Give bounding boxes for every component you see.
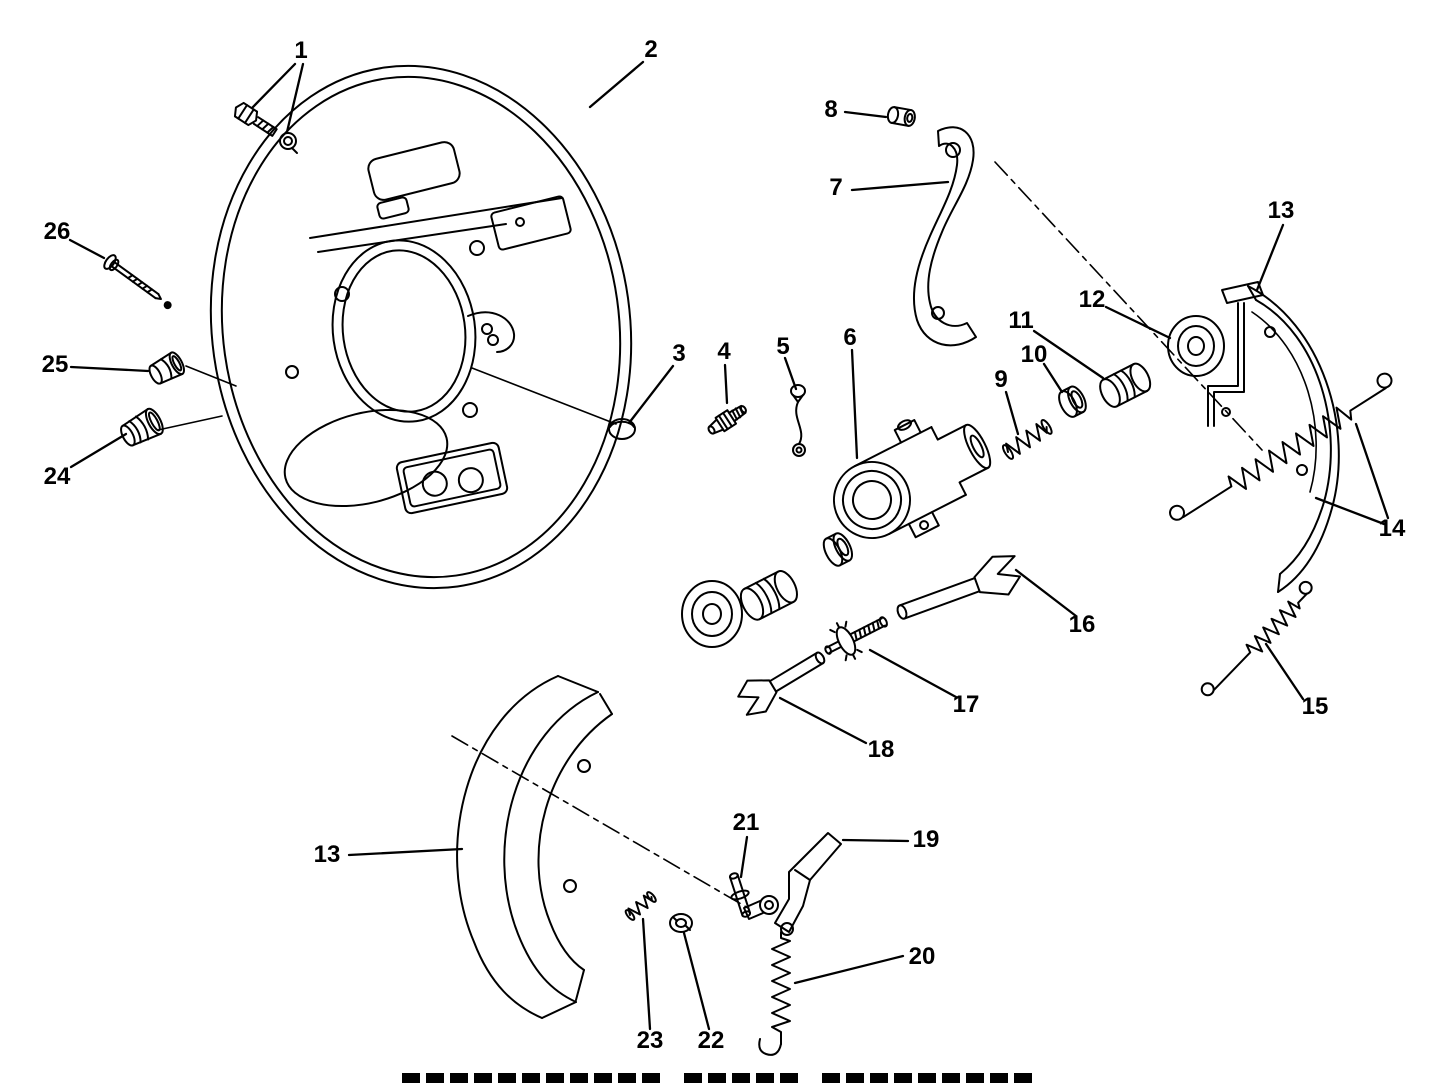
cup-part-24 bbox=[120, 407, 164, 447]
leader-line bbox=[347, 847, 464, 857]
leader-line bbox=[1354, 422, 1390, 520]
callout-9: 9 bbox=[994, 366, 1008, 393]
leader-line bbox=[1014, 568, 1078, 618]
bleeder-screw-part bbox=[707, 404, 747, 435]
leader-line bbox=[641, 917, 652, 1031]
leader-line bbox=[739, 835, 749, 879]
leader-line bbox=[1314, 496, 1386, 526]
callout-6: 6 bbox=[843, 324, 857, 351]
leader-line bbox=[793, 954, 905, 985]
callout-4: 4 bbox=[717, 338, 731, 365]
callout-18: 18 bbox=[867, 736, 895, 763]
callout-24: 24 bbox=[43, 463, 71, 490]
screw-part-26 bbox=[103, 254, 172, 310]
leader-line bbox=[868, 648, 958, 699]
callout-25: 25 bbox=[41, 351, 69, 378]
callout-22: 22 bbox=[697, 1027, 725, 1054]
callout-2: 2 bbox=[644, 36, 658, 63]
callout-5: 5 bbox=[776, 333, 790, 360]
piston-part-11 bbox=[1099, 362, 1152, 408]
mounting-bolt-part bbox=[233, 101, 298, 154]
leader-line bbox=[1032, 329, 1105, 380]
callout-3: 3 bbox=[672, 340, 686, 367]
callout-19: 19 bbox=[912, 826, 940, 853]
leader-line bbox=[627, 364, 675, 425]
return-spring-part-14 bbox=[1169, 372, 1393, 521]
cropped-caption-fragment bbox=[402, 1073, 1032, 1083]
brake-shoe-part-lower bbox=[456, 675, 613, 1019]
callout-15: 15 bbox=[1301, 693, 1329, 720]
leader-line bbox=[841, 838, 910, 843]
callout-8: 8 bbox=[824, 96, 838, 123]
callout-13-lower: 13 bbox=[313, 841, 341, 868]
callout-7: 7 bbox=[829, 174, 843, 201]
brake-shoe-part-upper bbox=[1207, 281, 1340, 593]
leader-line bbox=[1255, 223, 1285, 292]
washer-part-22 bbox=[669, 913, 693, 933]
wheel-cylinder-part bbox=[833, 419, 992, 539]
adjuster-screw-part-17 bbox=[824, 616, 888, 662]
pivot-pin-part bbox=[886, 106, 916, 127]
leader-line bbox=[69, 432, 128, 469]
parking-lever-part-19 bbox=[743, 832, 842, 933]
leader-line bbox=[850, 348, 859, 460]
wave-washer-part-23 bbox=[624, 891, 657, 921]
callout-26: 26 bbox=[43, 218, 71, 245]
callout-20: 20 bbox=[908, 943, 936, 970]
callout-13-upper: 13 bbox=[1267, 197, 1295, 224]
adjuster-fork-part-16 bbox=[896, 555, 1021, 620]
pin-part-21 bbox=[728, 872, 752, 918]
spring-part-20 bbox=[758, 922, 794, 1056]
leader-line bbox=[682, 931, 711, 1031]
spring-part-9 bbox=[1001, 419, 1053, 460]
leader-line bbox=[778, 696, 868, 745]
leader-line bbox=[723, 363, 729, 405]
center-lines bbox=[451, 161, 1263, 909]
callout-10: 10 bbox=[1020, 341, 1048, 368]
leader-line bbox=[843, 110, 888, 119]
leader-line bbox=[1004, 390, 1020, 436]
callout-23: 23 bbox=[636, 1027, 664, 1054]
leader-line bbox=[68, 238, 106, 260]
adjuster-lever-part bbox=[913, 126, 977, 347]
cup-seal-part-10 bbox=[1058, 385, 1087, 418]
leader-line bbox=[1042, 362, 1064, 394]
callout-21: 21 bbox=[732, 809, 760, 836]
adjuster-fork-part-18 bbox=[737, 651, 826, 716]
bleeder-cap-part bbox=[790, 384, 806, 457]
leader-line bbox=[250, 62, 297, 110]
callout-1: 1 bbox=[294, 37, 308, 64]
cup-part-25 bbox=[148, 351, 185, 385]
piston-part-left bbox=[739, 570, 798, 621]
leader-lines bbox=[68, 60, 1390, 1031]
boot-part-left bbox=[681, 580, 743, 648]
leader-line bbox=[1104, 305, 1172, 340]
return-spring-part-15 bbox=[1200, 580, 1313, 697]
boot-part-12 bbox=[1167, 315, 1225, 377]
leader-line bbox=[850, 180, 950, 192]
callout-16: 16 bbox=[1068, 611, 1096, 638]
leader-line bbox=[285, 62, 305, 134]
callout-12: 12 bbox=[1078, 286, 1106, 313]
leader-line bbox=[783, 356, 798, 391]
leader-line bbox=[69, 365, 150, 373]
plug-part bbox=[608, 418, 636, 440]
leader-line bbox=[588, 60, 645, 109]
cup-seal-part-left bbox=[822, 532, 854, 567]
leader-line bbox=[1264, 642, 1305, 701]
backing-plate-part bbox=[157, 64, 633, 590]
callout-17: 17 bbox=[952, 691, 980, 718]
callout-11: 11 bbox=[1008, 307, 1034, 334]
callout-14: 14 bbox=[1378, 515, 1406, 542]
